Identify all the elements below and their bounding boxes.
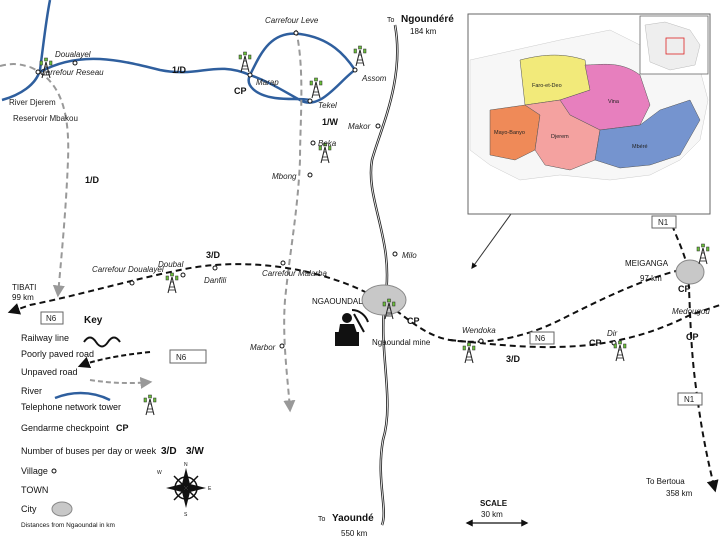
label-carrefour-doualayel-1: Carrefour Doualayel xyxy=(92,265,164,274)
road-label-n6-east: N6 xyxy=(535,334,546,343)
region-mbere xyxy=(594,99,701,169)
road-n6-east xyxy=(449,304,721,349)
label-river-djerem: River Djerem xyxy=(9,98,56,107)
key-unpaved: Unpaved road xyxy=(21,367,78,377)
label-beka: Beka xyxy=(318,139,337,148)
road-label-n1-north: N1 xyxy=(658,218,669,227)
label-carrefour-malarba: Carrefour Malarba xyxy=(262,269,327,278)
mine-icon xyxy=(335,309,369,346)
label-dir: Dir xyxy=(607,329,618,338)
scale-title: SCALE xyxy=(480,499,508,508)
city-meiganga xyxy=(675,259,705,285)
scale-value: 30 km xyxy=(481,510,503,519)
dest-tibati-dist: 99 km xyxy=(12,293,34,302)
dest-bertoua-name: To Bertoua xyxy=(646,477,685,486)
bus-label-5: 1/W xyxy=(322,117,339,127)
label-reservoir: Reservoir Mbakou xyxy=(13,114,78,123)
dest-north-to: To xyxy=(387,17,395,24)
compass-w: W xyxy=(157,470,162,476)
label-doubal: Doubal xyxy=(158,260,184,269)
inset-label-djerem: Djerem xyxy=(551,134,569,140)
compass-s: S xyxy=(184,512,188,518)
compass-icon: N S E W xyxy=(157,462,212,518)
dest-south-dist: 550 km xyxy=(341,529,368,538)
key-bus-d: 3/D xyxy=(161,446,177,457)
label-carrefour-reseau: Carrefour Reseau xyxy=(40,68,104,77)
unpaved-road-west xyxy=(29,66,70,298)
label-doualayel: Doualayel xyxy=(55,50,91,59)
bus-label-3: 3/D xyxy=(206,250,221,260)
key-river: River xyxy=(21,386,42,396)
key-n6-box: N6 xyxy=(176,353,187,362)
inset-label-mbere: Mbéré xyxy=(632,144,648,150)
label-marap: Marap xyxy=(256,78,279,87)
label-assom: Assom xyxy=(361,74,387,83)
key-tower: Telephone network tower xyxy=(21,402,121,412)
bus-label-2: 1/D xyxy=(85,175,100,185)
checkpoint-medougou: CP xyxy=(686,332,699,342)
city-ngaoundal xyxy=(361,284,407,316)
inset-map: Faro-et-Deo Vina Mayo-Banyo Djerem Mbéré xyxy=(467,13,711,215)
unpaved-road-center xyxy=(283,29,303,413)
label-makor: Makor xyxy=(348,122,371,131)
key-buses: Number of buses per day or week xyxy=(21,446,157,456)
dest-south-to: To xyxy=(318,516,326,523)
dest-south-name: Yaoundé xyxy=(332,513,374,524)
inset-label-faro: Faro-et-Deo xyxy=(532,83,562,89)
railway-line xyxy=(369,24,399,526)
dest-north-dist: 184 km xyxy=(410,27,437,36)
key-bus-w: 3/W xyxy=(186,446,204,457)
key-poor-road: Poorly paved road xyxy=(21,349,94,359)
region-djerem xyxy=(524,99,601,171)
bus-label-1: 1/D xyxy=(172,65,187,75)
town-mine-label: Ngaoundal mine xyxy=(372,338,431,347)
key-gendarme: Gendarme checkpoint xyxy=(21,423,110,433)
inset-label-vina: Vina xyxy=(608,99,620,105)
road-boxes: N6 N6 N1 N1 xyxy=(40,215,703,406)
road-label-n1-south: N1 xyxy=(684,395,695,404)
river-djerem xyxy=(1,0,52,102)
label-marbor: Marbor xyxy=(250,343,276,352)
legend: Key Railway line Poorly paved road N6 Un… xyxy=(21,315,207,529)
label-milo: Milo xyxy=(402,251,417,260)
compass-e: E xyxy=(208,486,212,492)
road-n1 xyxy=(671,224,719,493)
bus-label-4: 3/D xyxy=(506,354,521,364)
dest-meiganga-name: MEIGANGA xyxy=(625,259,669,268)
checkpoint-marap: CP xyxy=(234,86,247,96)
road-label-n6-west: N6 xyxy=(46,314,57,323)
checkpoint-ngaoundal: CP xyxy=(407,316,420,326)
key-city: City xyxy=(21,504,37,514)
dest-bertoua-dist: 358 km xyxy=(666,489,693,498)
label-wendoka: Wendoka xyxy=(462,326,496,335)
key-distances: Distances from Ngaoundal in km xyxy=(21,522,115,529)
checkpoint-meiganga: CP xyxy=(678,284,691,294)
checkpoint-dir: CP xyxy=(589,338,602,348)
river-reservoir-loop xyxy=(39,32,357,104)
label-medougou: Medougou xyxy=(672,307,710,316)
key-railway: Railway line xyxy=(21,333,69,343)
key-gendarme-sym: CP xyxy=(116,423,129,433)
dest-tibati-name: TIBATI xyxy=(12,283,36,292)
label-danfili: Danfili xyxy=(204,276,226,285)
label-tekel: Tekel xyxy=(318,101,337,110)
label-mbong: Mbong xyxy=(272,172,297,181)
dest-north-name: Ngoundéré xyxy=(401,14,454,25)
key-town: TOWN xyxy=(21,485,48,495)
inset-label-mayo: Mayo-Banyo xyxy=(494,130,525,136)
label-carrefour-leve: Carrefour Leve xyxy=(265,16,319,25)
compass-n: N xyxy=(184,462,188,468)
key-village: Village xyxy=(21,466,48,476)
key-title: Key xyxy=(84,315,103,326)
town-ngaoundal: NGAOUNDAL xyxy=(312,297,363,306)
dest-meiganga-dist: 97 km xyxy=(640,274,662,283)
